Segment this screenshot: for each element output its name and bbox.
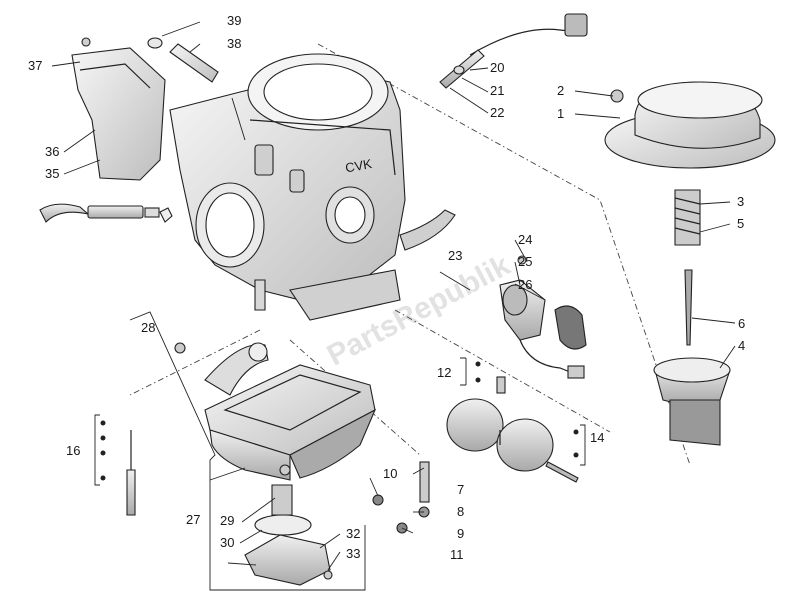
label-7: 7	[457, 482, 464, 497]
label-21: 21	[490, 83, 504, 98]
label-26: 26	[518, 277, 532, 292]
label-22: 22	[490, 105, 504, 120]
label-10: 10	[383, 466, 397, 481]
label-30: 30	[220, 535, 234, 550]
label-35: 35	[45, 166, 59, 181]
label-32: 32	[346, 526, 360, 541]
label-20: 20	[490, 60, 504, 75]
vacuum-chamber-parts	[604, 81, 776, 446]
group-brackets	[94, 311, 586, 591]
label-29: 29	[220, 513, 234, 528]
throttle-cable	[439, 13, 588, 89]
label-25: 25	[518, 254, 532, 269]
jets-and-small-parts	[126, 342, 506, 586]
label-4: 4	[738, 338, 745, 353]
label-28: 28	[141, 320, 155, 335]
label-14: 14	[590, 430, 604, 445]
float	[446, 398, 579, 483]
label-23: 23	[448, 248, 462, 263]
label-5: 5	[737, 216, 744, 231]
vent-hose	[147, 37, 219, 83]
label-37: 37	[28, 58, 42, 73]
float-bowl	[204, 364, 377, 481]
throttle-sensor	[499, 255, 587, 379]
label-38: 38	[227, 36, 241, 51]
cable-adjuster	[39, 203, 173, 223]
label-9: 9	[457, 526, 464, 541]
label-2: 2	[557, 83, 564, 98]
label-11: 11	[450, 547, 464, 562]
label-36: 36	[45, 144, 59, 159]
screw-37	[81, 37, 91, 47]
label-1: 1	[557, 106, 564, 121]
body-marking: CVK	[344, 156, 373, 175]
label-3: 3	[737, 194, 744, 209]
part-number-labels: 37 39 38 36 35 20 21 22 2 1 3 5 6 4 23 2…	[28, 13, 745, 562]
label-16: 16	[66, 443, 80, 458]
carburetor-body: CVK	[169, 53, 456, 321]
label-6: 6	[738, 316, 745, 331]
label-12: 12	[437, 365, 451, 380]
choke-cover	[71, 37, 166, 181]
label-39: 39	[227, 13, 241, 28]
label-8: 8	[457, 504, 464, 519]
label-27: 27	[186, 512, 200, 527]
leader-lines	[51, 21, 736, 571]
label-24: 24	[518, 232, 532, 247]
hose-clamp	[147, 37, 163, 49]
label-33: 33	[346, 546, 360, 561]
